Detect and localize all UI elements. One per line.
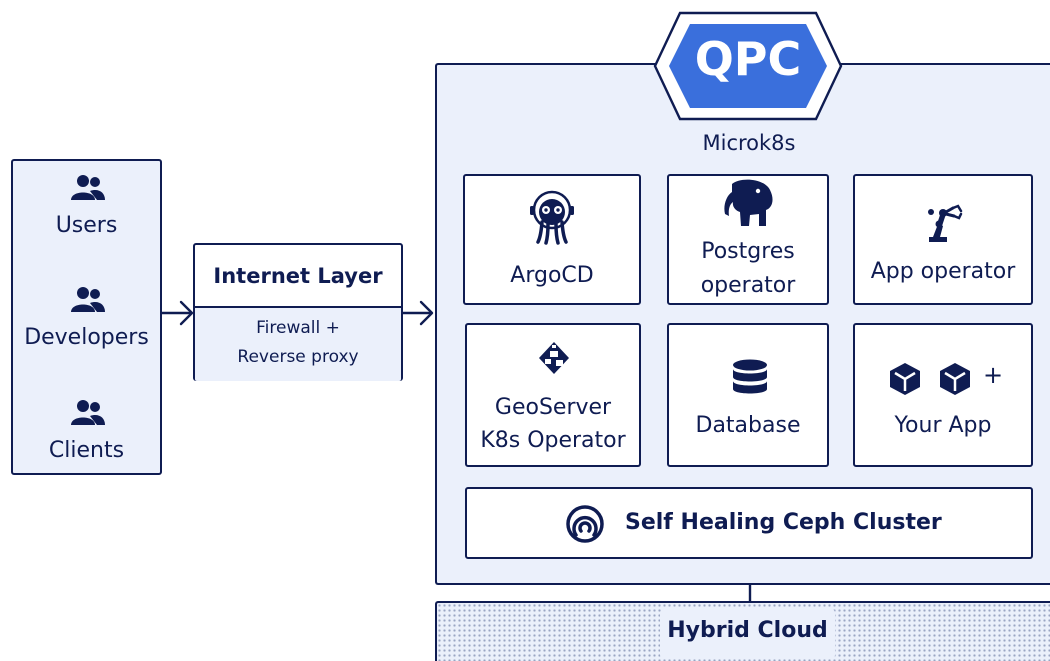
argocd-icon [530,190,574,245]
card-your-app: + Your App [853,323,1033,467]
card-geoserver: GeoServer K8s Operator [465,323,641,467]
card-database-label: Database [695,413,801,438]
cube-icon [940,363,970,395]
card-argocd: ArgoCD [463,174,641,305]
internet-layer-box: Internet Layer Firewall + Reverse proxy [193,243,403,381]
card-ceph-storage: Self Healing Ceph Cluster [465,487,1033,559]
cube-icon [890,363,920,395]
hybrid-cloud-label: Hybrid Cloud [667,618,828,643]
hybrid-cloud-label-bg [660,609,835,659]
ceph-storage-label: Self Healing Ceph Cluster [625,510,942,535]
robot-arm-icon [928,204,963,242]
audience-label-users: Users [55,213,118,238]
database-icon [733,359,767,394]
card-postgres-operator: Postgres operator [667,174,829,305]
elephant-icon [724,179,773,226]
qpc-badge [653,11,843,121]
card-database: Database [667,323,829,467]
platform-label: Microk8s [702,131,796,155]
card-app-operator: App operator [853,174,1033,305]
card-postgres-label-line1: Postgres [701,239,795,264]
card-geoserver-label-line1: GeoServer [494,395,612,420]
audience-panel: Users Developers Clients [11,159,162,475]
internet-layer-detail-firewall: Firewall + [256,318,340,338]
users-icon [71,287,105,312]
card-argocd-label: ArgoCD [510,263,594,288]
card-geoserver-label-line2: K8s Operator [480,428,626,453]
your-app-plus: + [982,361,1004,389]
geoserver-icon [539,342,569,374]
card-your-app-label: Your App [894,413,992,438]
users-icon [71,400,105,425]
internet-layer-detail-proxy: Reverse proxy [237,347,359,367]
internet-layer-title: Internet Layer [195,245,401,308]
users-icon [71,175,105,200]
audience-label-clients: Clients [48,438,125,463]
ceph-icon [566,505,604,543]
card-app-operator-label: App operator [870,259,1016,284]
internet-layer-details: Firewall + Reverse proxy [195,308,401,381]
card-postgres-label-line2: operator [700,273,796,298]
qpc-badge-label: QPC [694,32,802,86]
audience-label-developers: Developers [24,325,149,350]
